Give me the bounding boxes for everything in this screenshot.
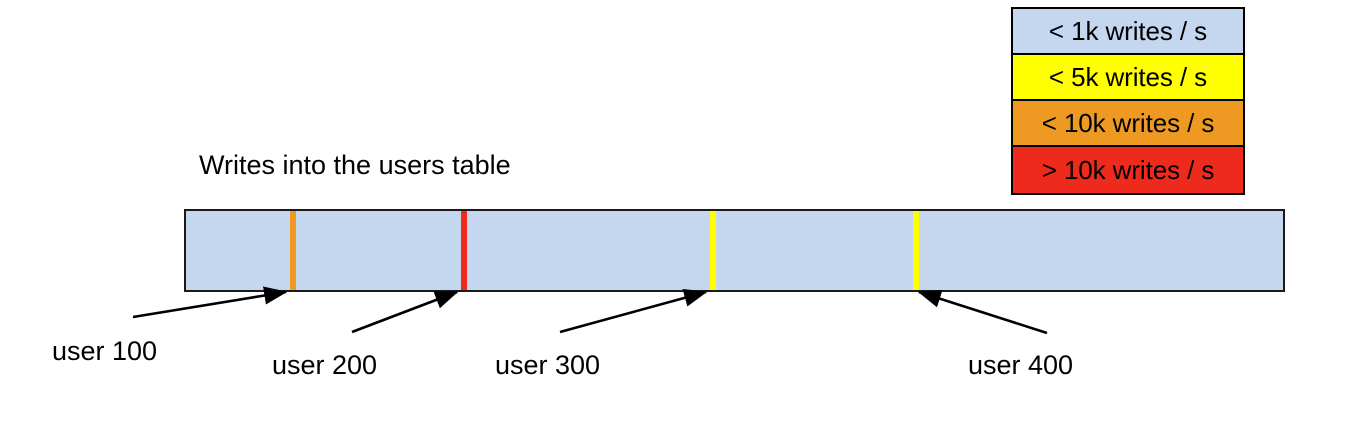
writes-legend: < 1k writes / s < 5k writes / s < 10k wr… [1011,7,1245,195]
legend-row-gt-10k: > 10k writes / s [1013,147,1243,193]
arrow-user-300 [559,288,708,334]
legend-label-lt-10k: < 10k writes / s [1041,108,1215,138]
marker-user-100 [290,211,296,290]
legend-label-gt-10k: > 10k writes / s [1041,155,1215,185]
marker-user-300 [710,211,716,290]
users-table-bar [184,209,1285,292]
legend-label-lt-5k: < 5k writes / s [1048,62,1208,92]
legend-row-lt-5k: < 5k writes / s [1013,55,1243,101]
marker-user-200 [461,211,467,290]
callout-label-user-400: user 400 [968,350,1074,380]
arrow-user-200 [351,290,459,334]
callout-label-user-100: user 100 [52,336,158,366]
legend-row-lt-1k: < 1k writes / s [1013,9,1243,55]
arrow-user-400 [917,289,1048,335]
diagram-caption: Writes into the users table [199,150,511,180]
marker-user-400 [913,211,919,290]
arrow-user-100 [132,286,288,319]
legend-label-lt-1k: < 1k writes / s [1048,16,1208,46]
legend-row-lt-10k: < 10k writes / s [1013,101,1243,147]
callout-label-user-200: user 200 [272,350,378,380]
callout-label-user-300: user 300 [495,350,601,380]
